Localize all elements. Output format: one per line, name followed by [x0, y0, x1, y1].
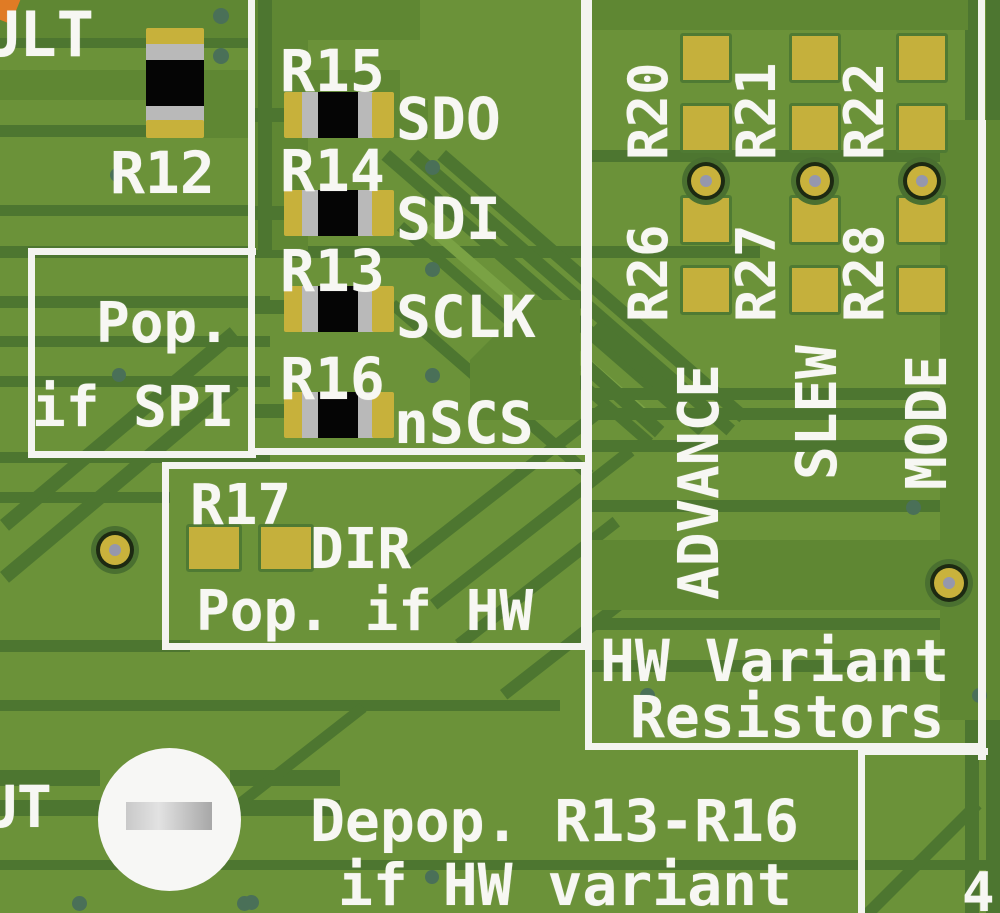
note-pop-spi-line1: Pop.: [96, 291, 231, 356]
ref-label-r12: R12: [110, 139, 215, 207]
bottom-note-line1: Depop. R13-R16: [310, 787, 799, 855]
hw-variant-title-line2: Resistors: [630, 683, 945, 751]
note-pop-spi-line2: if SPI: [32, 375, 235, 440]
component-r13[interactable]: [284, 286, 394, 332]
net-label-sclk: SCLK: [396, 283, 536, 351]
net-label-sdi: SDI: [396, 185, 501, 253]
hw-variant-title-line1: HW Variant: [600, 627, 950, 695]
ref-label-r26: R26: [617, 224, 680, 322]
ref-label-r28: R28: [833, 224, 896, 322]
silk-bottom-right-edge: [858, 748, 865, 913]
component-r16[interactable]: [284, 392, 394, 438]
marker-dot: [906, 500, 921, 515]
corner-marker: 4: [962, 861, 995, 913]
marker-dot: [110, 168, 124, 182]
footprint-r28[interactable]: [896, 195, 948, 335]
silk-bottom-right-top: [858, 748, 988, 755]
net-label-dir: DIR: [310, 517, 412, 582]
ref-label-r21: R21: [725, 62, 788, 160]
marker-dot: [425, 870, 439, 884]
ref-label-r14: R14: [280, 137, 385, 205]
footprint-r22[interactable]: [896, 33, 948, 173]
marker-dot: [72, 896, 87, 911]
via-left-mid: [100, 535, 130, 565]
marker-dot: [640, 688, 655, 703]
footprint-r17[interactable]: [186, 524, 314, 572]
component-r15[interactable]: [284, 92, 394, 138]
silk-box-dir: [162, 462, 588, 650]
marker-dot: [237, 896, 252, 911]
ref-label-r13: R13: [280, 237, 385, 305]
marker-dot: [425, 262, 440, 277]
via-mode: [907, 166, 937, 196]
marker-dot: [213, 8, 229, 24]
ref-label-r22: R22: [833, 62, 896, 160]
via-slew: [800, 166, 830, 196]
function-label-advance: ADVANCE: [667, 363, 732, 600]
footprint-r21[interactable]: [789, 33, 841, 173]
marker-dot: [425, 160, 440, 175]
function-label-mode: MODE: [895, 355, 960, 490]
bottom-note-line2: if HW variant: [338, 851, 792, 913]
footprint-r20[interactable]: [680, 33, 732, 173]
note-pop-hw: Pop. if HW: [196, 579, 534, 644]
silk-spi-left-edge: [28, 248, 35, 458]
footprint-r27[interactable]: [789, 195, 841, 335]
ref-label-r15: R15: [280, 37, 385, 105]
ref-label-r20: R20: [617, 62, 680, 160]
function-label-slew: SLEW: [785, 345, 850, 480]
net-label-sdo: SDO: [396, 85, 501, 153]
marker-dot: [213, 48, 229, 64]
test-point-pad[interactable]: [98, 748, 241, 891]
ref-label-r17: R17: [190, 473, 292, 538]
silk-spi-top-edge: [28, 248, 256, 255]
net-label-out: UT: [0, 773, 52, 841]
silk-right-vert: [978, 120, 986, 760]
footprint-r26[interactable]: [680, 195, 732, 335]
component-r12[interactable]: [146, 28, 204, 138]
via-advance: [691, 166, 721, 196]
ref-label-r27: R27: [725, 224, 788, 322]
component-r14[interactable]: [284, 190, 394, 236]
marker-dot: [112, 368, 126, 382]
silk-box-spi: [248, 0, 588, 455]
ref-label-r16: R16: [280, 345, 385, 413]
net-label-fault: ULT: [0, 0, 94, 71]
via-right-mid: [934, 568, 964, 598]
net-label-nscs: nSCS: [394, 389, 534, 457]
silk-spi-bottom-edge: [28, 451, 256, 458]
marker-dot: [425, 368, 440, 383]
